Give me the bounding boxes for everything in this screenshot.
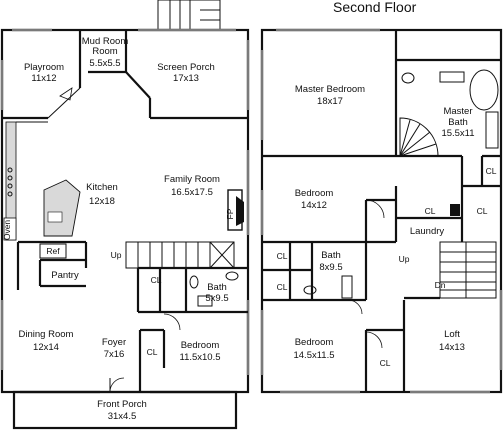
closet-tag: CL <box>486 166 497 176</box>
spiral-shower <box>399 117 439 157</box>
room-dims: 18x17 <box>317 96 343 107</box>
kitchen-island <box>43 179 81 237</box>
stairs-down-tag: Dn <box>435 280 446 290</box>
room-label: Loft <box>444 329 460 340</box>
room-label: Bath <box>448 117 468 128</box>
room-dims: 5.5x5.5 <box>89 58 120 69</box>
front-porch-outline <box>12 390 238 430</box>
room-dims: 17x13 <box>173 73 199 84</box>
oven-tag: Oven <box>2 220 12 241</box>
room-label: Master <box>443 106 472 117</box>
closet-tag: CL <box>147 347 158 357</box>
room-label: Bath <box>321 250 341 261</box>
closet-tag: CL <box>277 251 288 261</box>
room-dims: 7x16 <box>104 349 125 360</box>
room-label: Mud Room <box>82 36 129 47</box>
oven <box>3 217 17 241</box>
ref-tag: Ref <box>46 246 60 256</box>
room-label: Bedroom <box>181 340 220 351</box>
room-label: Laundry <box>410 226 445 237</box>
room-dims: 12x18 <box>89 196 115 207</box>
room-dims: 14x12 <box>301 200 327 211</box>
room-label: Bedroom <box>295 188 334 199</box>
closet-tag: CL <box>380 358 391 368</box>
bathtub <box>469 69 499 111</box>
closet-tag: CL <box>477 206 488 216</box>
room-label: Master Bedroom <box>295 84 365 95</box>
room-dims: 11x12 <box>31 73 56 84</box>
room-label: Bath <box>207 282 227 293</box>
room-dims: 8x9.5 <box>319 262 342 273</box>
closet-tag: CL <box>425 206 436 216</box>
room-label: Family Room <box>164 174 220 185</box>
first-floor-stairs <box>125 241 211 269</box>
room-label: Dining Room <box>19 329 74 340</box>
room-dims: 14x13 <box>439 342 465 353</box>
room-label: Screen Porch <box>157 62 215 73</box>
first-floor-plan: Playroom 11x12 Mud Room Room 5.5x5.5 Scr… <box>0 0 250 430</box>
room-dims: 16.5x17.5 <box>171 187 213 198</box>
room-dims: 11.5x10.5 <box>179 352 220 363</box>
back-steps <box>157 0 221 31</box>
room-label: Front Porch <box>97 399 147 410</box>
closet-tag: CL <box>151 275 162 285</box>
room-label: Playroom <box>24 62 64 73</box>
stairs-up-tag: Up <box>399 254 410 264</box>
second-floor-stairs <box>439 241 497 299</box>
second-floor-title: Second Floor <box>333 0 417 15</box>
room-label: Kitchen <box>86 182 118 193</box>
room-label: Room <box>92 46 117 57</box>
room-label: Bedroom <box>295 337 334 348</box>
room-label: Foyer <box>102 337 126 348</box>
fireplace-tag: FP <box>225 208 235 219</box>
room-dims: 14.5x11.5 <box>293 350 334 361</box>
second-floor-plan: Second Floor <box>260 0 503 394</box>
room-dims: 12x14 <box>33 342 59 353</box>
room-dims: 15.5x11 <box>441 128 474 139</box>
room-label: Pantry <box>51 270 79 281</box>
stairs-up-tag: Up <box>111 250 122 260</box>
closet-tag: CL <box>277 282 288 292</box>
room-dims: 31x4.5 <box>108 411 137 422</box>
room-dims: 5x9.5 <box>205 293 228 304</box>
